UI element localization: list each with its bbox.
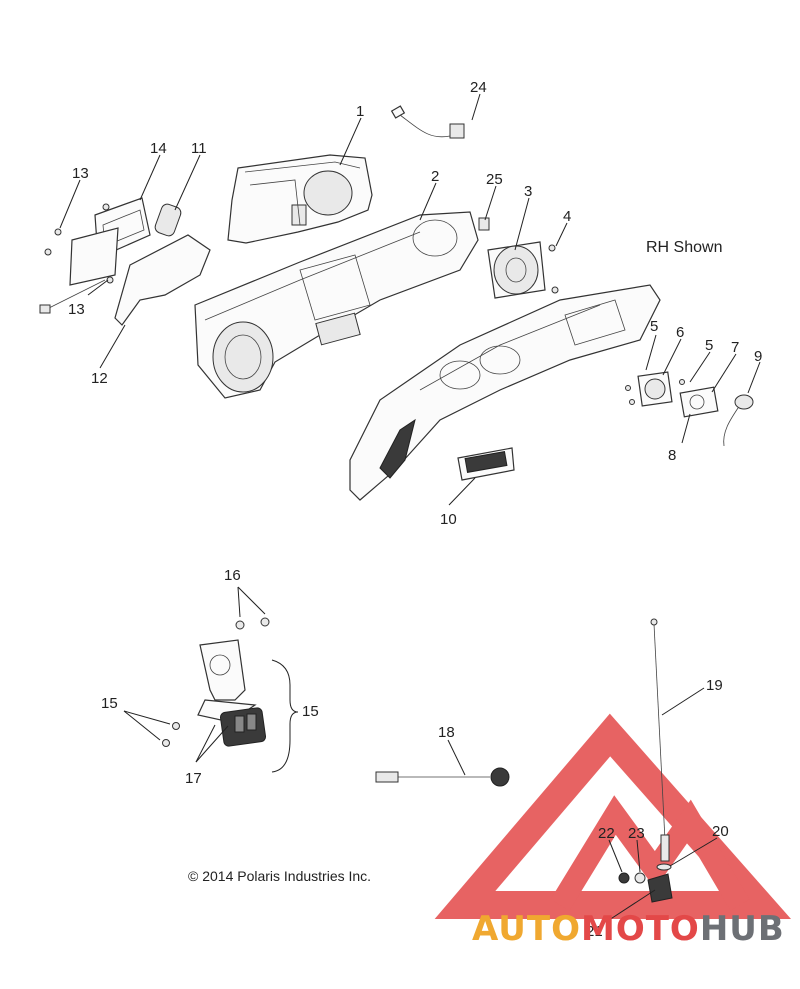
callout-14: 14 bbox=[150, 140, 167, 157]
part-24-harness bbox=[390, 105, 465, 139]
callout-13-top: 13 bbox=[72, 165, 89, 182]
part-9-connector bbox=[723, 394, 754, 447]
rh-shown-note: RH Shown bbox=[646, 239, 722, 256]
part-25-nut bbox=[478, 217, 490, 231]
part-21-mount bbox=[647, 873, 673, 903]
part-15-screws bbox=[162, 722, 180, 747]
part-22-nut bbox=[618, 872, 630, 884]
callout-21: 21 bbox=[586, 923, 603, 940]
callout-6: 6 bbox=[676, 324, 684, 341]
part-3-speaker bbox=[487, 241, 546, 299]
callout-5-left: 5 bbox=[650, 318, 658, 335]
part-20-washer bbox=[656, 863, 672, 871]
callout-7: 7 bbox=[731, 339, 739, 356]
callout-18: 18 bbox=[438, 724, 455, 741]
part-18-cable bbox=[375, 767, 510, 787]
callout-20: 20 bbox=[712, 823, 729, 840]
part-16-screws bbox=[235, 617, 270, 630]
callout-17: 17 bbox=[185, 770, 202, 787]
callout-10: 10 bbox=[440, 511, 457, 528]
part-10-trim bbox=[457, 447, 515, 481]
callout-1: 1 bbox=[356, 103, 364, 120]
part-17-switches bbox=[219, 707, 267, 747]
callout-4: 4 bbox=[563, 208, 571, 225]
watermark-hub: HUB bbox=[700, 909, 785, 949]
leader-lines bbox=[59, 93, 761, 923]
watermark-text: AUTOMOTOHUB bbox=[472, 909, 785, 949]
part-5-screws bbox=[625, 379, 685, 405]
part-19-antenna bbox=[650, 618, 670, 862]
bracket-brace-15 bbox=[271, 659, 299, 773]
part-13-screws bbox=[44, 203, 114, 284]
watermark-auto: AUTO bbox=[472, 909, 581, 949]
callout-23: 23 bbox=[628, 825, 645, 842]
watermark-moto: MOTO bbox=[581, 909, 700, 949]
callout-19: 19 bbox=[706, 677, 723, 694]
part-23-washer bbox=[634, 872, 646, 884]
part-11-clip bbox=[154, 203, 182, 237]
callout-25: 25 bbox=[486, 171, 503, 188]
copyright-text: © 2014 Polaris Industries Inc. bbox=[188, 868, 371, 884]
part-6-gauge bbox=[637, 371, 673, 407]
callout-16: 16 bbox=[224, 567, 241, 584]
callout-5-right: 5 bbox=[705, 337, 713, 354]
callout-24: 24 bbox=[470, 79, 487, 96]
watermark-logo bbox=[434, 713, 792, 919]
part-12-bracket bbox=[39, 234, 211, 326]
callout-13-bottom: 13 bbox=[68, 301, 85, 318]
part-1-upper-housing bbox=[227, 154, 373, 244]
callout-11: 11 bbox=[191, 140, 207, 157]
part-7-switch bbox=[679, 386, 719, 418]
callout-3: 3 bbox=[524, 183, 532, 200]
callout-2: 2 bbox=[431, 168, 439, 185]
callout-15-left: 15 bbox=[101, 695, 118, 712]
part-14-module bbox=[69, 197, 151, 286]
callout-15-right: 15 bbox=[302, 703, 319, 720]
callout-22: 22 bbox=[598, 825, 615, 842]
part-4-screws bbox=[548, 244, 559, 294]
rh-dash-panel bbox=[349, 284, 661, 501]
part-2-dash-panel bbox=[194, 211, 479, 399]
callout-9: 9 bbox=[754, 348, 762, 365]
callout-labels: 24 1 14 11 2 25 3 4 13 13 12 5 6 5 7 9 8… bbox=[68, 79, 762, 940]
callout-12: 12 bbox=[91, 370, 108, 387]
callout-8: 8 bbox=[668, 447, 676, 464]
